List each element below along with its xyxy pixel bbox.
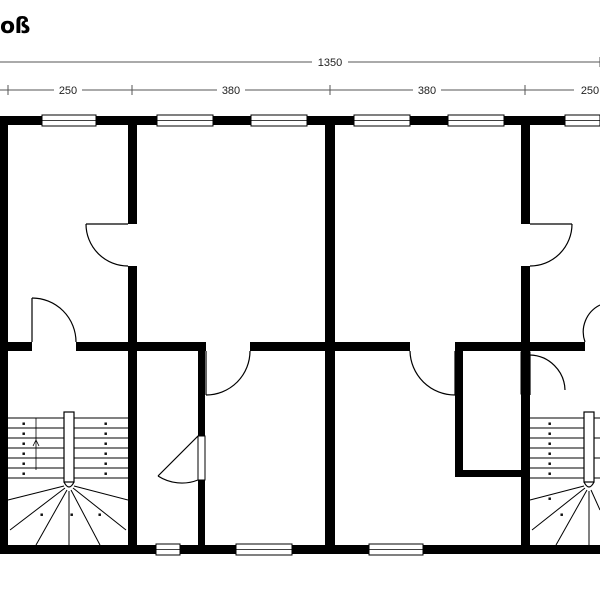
svg-text:▪: ▪ xyxy=(104,431,107,437)
dimension-bay-1: 250 xyxy=(59,85,77,97)
svg-text:▪: ▪ xyxy=(560,512,563,518)
window xyxy=(235,543,293,556)
wall-mid-1b xyxy=(76,342,206,351)
svg-text:▪: ▪ xyxy=(98,512,101,518)
dimension-bay-2: 380 xyxy=(222,85,240,97)
svg-text:▪: ▪ xyxy=(548,496,551,502)
svg-text:▪: ▪ xyxy=(22,441,25,447)
wall-party xyxy=(325,116,335,554)
wall-v4-upper xyxy=(521,116,530,224)
svg-text:▪: ▪ xyxy=(104,471,107,477)
doors xyxy=(31,223,600,484)
wall-mid-1a xyxy=(0,342,32,351)
svg-text:▪: ▪ xyxy=(548,441,551,447)
svg-text:▪: ▪ xyxy=(22,471,25,477)
wall-left xyxy=(0,116,8,554)
wall-closet-bottom xyxy=(455,470,525,477)
svg-text:▪: ▪ xyxy=(22,421,25,427)
dimension-bay-4: 250 xyxy=(581,85,599,97)
wall-v4-lower xyxy=(521,266,530,554)
svg-text:▪: ▪ xyxy=(70,512,73,518)
svg-text:▪: ▪ xyxy=(22,461,25,467)
svg-text:▪: ▪ xyxy=(40,512,43,518)
svg-text:▪: ▪ xyxy=(104,451,107,457)
svg-text:▪: ▪ xyxy=(22,431,25,437)
window xyxy=(250,114,308,127)
staircase-left-tread-marks: ▪ ▪ ▪ ▪ ▪ ▪ ▪ ▪ ▪ ▪ ▪ ▪ ▪ ▪ ▪ xyxy=(22,421,107,518)
wall-partition-a xyxy=(198,342,205,436)
wall-mid-2 xyxy=(250,342,410,351)
walls xyxy=(0,116,600,554)
wall-mid-3 xyxy=(455,342,585,351)
windows-bottom xyxy=(155,543,424,556)
door xyxy=(582,304,600,343)
staircase-right-tread-marks: ▪ ▪ ▪ ▪ ▪ ▪ ▪ ▪ xyxy=(548,421,563,518)
wall-partition-b xyxy=(198,480,205,554)
dimension-total-label: 1350 xyxy=(318,57,342,69)
dimension-bay-row: 250 380 380 250 xyxy=(0,83,600,97)
wall-bottom xyxy=(0,545,600,554)
windows-top xyxy=(41,114,600,127)
window xyxy=(564,114,600,127)
svg-text:▪: ▪ xyxy=(548,461,551,467)
svg-text:▪: ▪ xyxy=(548,421,551,427)
staircase-right xyxy=(529,411,600,546)
svg-text:▪: ▪ xyxy=(104,441,107,447)
svg-text:▪: ▪ xyxy=(548,471,551,477)
window xyxy=(368,543,424,556)
svg-text:▪: ▪ xyxy=(548,451,551,457)
wall-closet-left xyxy=(455,342,463,477)
door xyxy=(157,435,206,484)
dimension-bay-3: 380 xyxy=(418,85,436,97)
door xyxy=(409,350,456,396)
door xyxy=(85,223,129,267)
door xyxy=(529,223,573,267)
window xyxy=(447,114,505,127)
window xyxy=(41,114,97,127)
window xyxy=(353,114,411,127)
window xyxy=(155,543,181,556)
door xyxy=(520,351,566,395)
door xyxy=(205,350,251,396)
staircase-left xyxy=(7,411,129,546)
svg-text:▪: ▪ xyxy=(548,431,551,437)
dimension-total: 1350 xyxy=(0,55,600,69)
svg-text:▪: ▪ xyxy=(22,451,25,457)
door xyxy=(31,297,77,343)
svg-text:▪: ▪ xyxy=(104,461,107,467)
svg-text:▪: ▪ xyxy=(104,421,107,427)
floor-plan-title: oß xyxy=(0,14,30,39)
wall-v1-upper xyxy=(128,116,137,224)
window xyxy=(156,114,214,127)
wall-v1-lower xyxy=(128,266,137,554)
